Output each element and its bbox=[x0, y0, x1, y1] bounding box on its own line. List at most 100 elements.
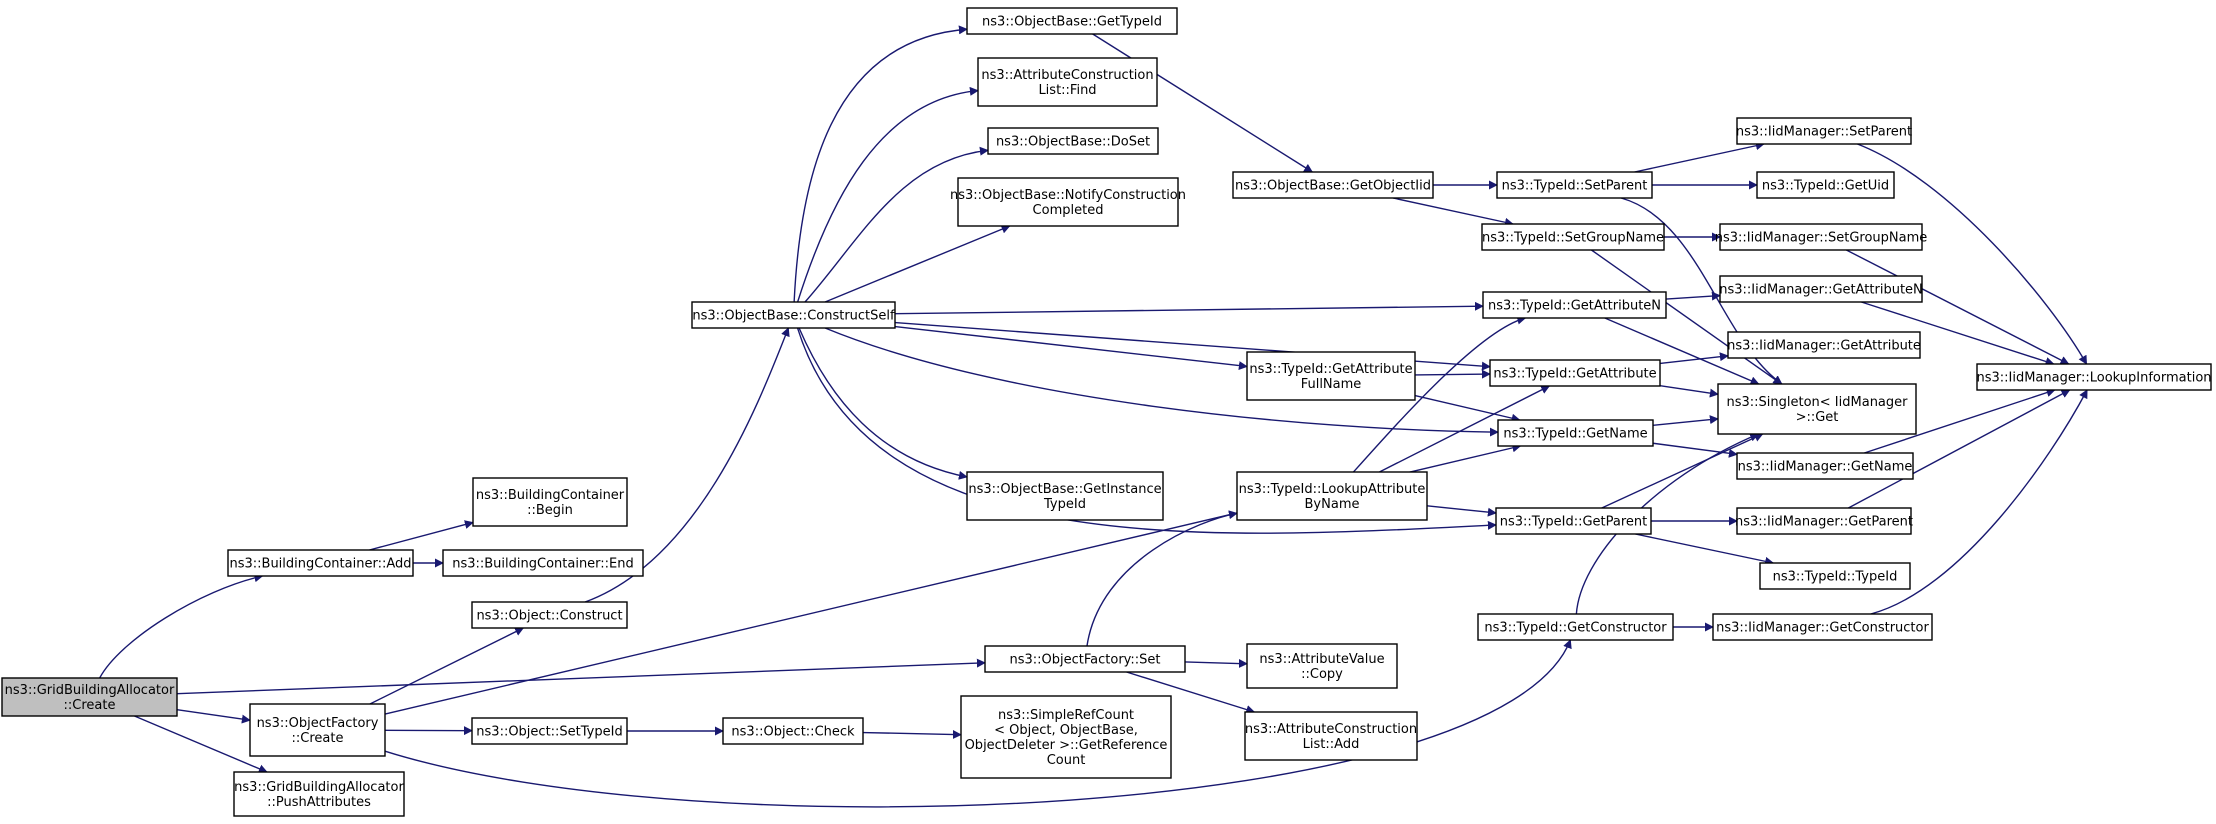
edge-of-set-to-av-copy bbox=[1184, 659, 1248, 669]
node-ob-doset[interactable]: ns3::ObjectBase::DoSet bbox=[987, 127, 1159, 155]
edge-gba-create-to-bc-add bbox=[99, 573, 264, 679]
node-label: ns3::SimpleRefCount bbox=[998, 708, 1134, 723]
node-tid-setparent[interactable]: ns3::TypeId::SetParent bbox=[1496, 171, 1653, 199]
node-label: ns3::AttributeValue bbox=[1259, 652, 1384, 667]
node-av-copy[interactable]: ns3::AttributeValue::Copy bbox=[1246, 643, 1398, 689]
node-tid-typeid[interactable]: ns3::TypeId::TypeId bbox=[1759, 562, 1911, 590]
node-bc-begin[interactable]: ns3::BuildingContainer::Begin bbox=[472, 477, 628, 527]
node-of-create[interactable]: ns3::ObjectFactory::Create bbox=[249, 703, 386, 757]
node-box bbox=[957, 177, 1179, 227]
node-box bbox=[722, 717, 864, 745]
node-iid-setparent[interactable]: ns3::IidManager::SetParent bbox=[1736, 117, 1912, 145]
edge-iid-getparent-to-iid-lookupinfo bbox=[1848, 389, 2071, 509]
edge-tid-setparent-to-iid-setparent bbox=[1634, 141, 1765, 173]
node-box bbox=[1497, 419, 1654, 447]
node-ob-gettypeid[interactable]: ns3::ObjectBase::GetTypeId bbox=[966, 7, 1178, 35]
node-box bbox=[1496, 171, 1653, 199]
node-label: ns3::Object::Check bbox=[731, 725, 855, 740]
node-ob-getobjectiid[interactable]: ns3::ObjectBase::GetObjectIid bbox=[1232, 171, 1434, 199]
node-box bbox=[987, 127, 1159, 155]
node-singleton-get[interactable]: ns3::Singleton< IidManager >::Get bbox=[1717, 383, 1917, 435]
node-label: ns3::IidManager::GetAttribute bbox=[1727, 339, 1921, 354]
edge-tid-getattrn-to-singleton-get bbox=[1604, 317, 1760, 385]
node-box bbox=[1756, 171, 1895, 199]
node-label: ns3::IidManager::GetConstructor bbox=[1716, 621, 1929, 636]
node-gba-create[interactable]: ns3::GridBuildingAllocator::Create bbox=[1, 677, 178, 717]
node-label: ns3::TypeId::GetUid bbox=[1762, 179, 1889, 194]
node-box bbox=[1244, 711, 1418, 761]
node-box bbox=[984, 645, 1186, 673]
edge-bc-add-to-bc-begin bbox=[369, 520, 474, 551]
edge-ob-gettypeid-to-ob-getobjectiid bbox=[1092, 33, 1314, 173]
node-box bbox=[1495, 507, 1652, 535]
node-label: ns3::Singleton< IidManager bbox=[1726, 395, 1908, 410]
edge-gba-create-to-of-create bbox=[176, 708, 251, 724]
node-src-getref[interactable]: ns3::SimpleRefCount< Object, ObjectBase,… bbox=[960, 695, 1172, 779]
node-tid-getname[interactable]: ns3::TypeId::GetName bbox=[1497, 419, 1654, 447]
node-label: ::Begin bbox=[527, 503, 573, 518]
node-label: ns3::ObjectBase::NotifyConstruction bbox=[950, 188, 1186, 203]
node-tid-getattribute[interactable]: ns3::TypeId::GetAttribute bbox=[1489, 359, 1661, 387]
node-label: ns3::TypeId::GetParent bbox=[1500, 515, 1648, 530]
node-label: < Object, ObjectBase, bbox=[994, 723, 1138, 738]
node-box bbox=[1736, 452, 1914, 480]
edge-ob-constructself-to-tid-getattrn bbox=[894, 301, 1484, 315]
node-bc-end[interactable]: ns3::BuildingContainer::End bbox=[442, 549, 644, 577]
node-bc-add[interactable]: ns3::BuildingContainer::Add bbox=[227, 549, 414, 577]
node-label: ns3::ObjectBase::GetInstance bbox=[968, 482, 1161, 497]
node-label: ns3::ObjectBase::ConstructSelf bbox=[692, 309, 895, 324]
node-gba-push[interactable]: ns3::GridBuildingAllocator::PushAttribut… bbox=[233, 771, 405, 817]
edge-ob-constructself-to-tid-getname bbox=[824, 327, 1499, 437]
node-label: ns3::Object::SetTypeId bbox=[476, 725, 622, 740]
node-of-set[interactable]: ns3::ObjectFactory::Set bbox=[984, 645, 1186, 673]
node-label: ::Create bbox=[292, 731, 344, 746]
node-iid-setgroupname[interactable]: ns3::IidManager::SetGroupName bbox=[1715, 223, 1928, 251]
node-iid-lookupinfo[interactable]: ns3::IidManager::LookupInformation bbox=[1976, 363, 2212, 391]
node-box bbox=[233, 771, 405, 817]
node-ob-constructself[interactable]: ns3::ObjectBase::ConstructSelf bbox=[691, 301, 896, 329]
node-obj-settypeid[interactable]: ns3::Object::SetTypeId bbox=[471, 717, 628, 745]
edge-gba-create-to-of-set bbox=[176, 658, 986, 695]
edge-tid-setparent-to-singleton-get bbox=[1620, 197, 1783, 385]
node-label: TypeId bbox=[1043, 497, 1086, 512]
node-iid-getattrn[interactable]: ns3::IidManager::GetAttributeN bbox=[1719, 275, 1923, 303]
node-label: ns3::TypeId::SetGroupName bbox=[1482, 231, 1664, 246]
node-label: ns3::IidManager::SetParent bbox=[1736, 125, 1912, 140]
edge-tid-getname-to-singleton-get bbox=[1652, 415, 1719, 426]
node-label: ns3::TypeId::GetConstructor bbox=[1484, 621, 1667, 636]
node-tid-getuid[interactable]: ns3::TypeId::GetUid bbox=[1756, 171, 1895, 199]
node-tid-getparent[interactable]: ns3::TypeId::GetParent bbox=[1495, 507, 1652, 535]
node-obj-construct[interactable]: ns3::Object::Construct bbox=[471, 601, 628, 629]
node-box bbox=[1712, 613, 1933, 641]
node-label: ns3::ObjectBase::GetTypeId bbox=[982, 15, 1162, 30]
edge-ob-constructself-to-acl-find bbox=[796, 86, 979, 303]
edge-iid-setgroupname-to-iid-lookupinfo bbox=[1846, 249, 2070, 365]
edge-of-create-to-obj-construct bbox=[369, 627, 525, 705]
node-iid-getparent[interactable]: ns3::IidManager::GetParent bbox=[1735, 507, 1913, 535]
node-box bbox=[1727, 331, 1921, 359]
edge-tid-getattribute-to-singleton-get bbox=[1659, 384, 1719, 398]
node-box bbox=[1976, 363, 2212, 391]
node-label: ns3::TypeId::SetParent bbox=[1502, 179, 1648, 194]
edge-iid-getname-to-iid-lookupinfo bbox=[1864, 388, 2056, 454]
node-label: Count bbox=[1047, 753, 1086, 768]
node-iid-getname[interactable]: ns3::IidManager::GetName bbox=[1736, 452, 1914, 480]
node-tid-setgroupname[interactable]: ns3::TypeId::SetGroupName bbox=[1481, 223, 1665, 251]
node-ob-notify[interactable]: ns3::ObjectBase::NotifyConstructionCompl… bbox=[950, 177, 1186, 227]
node-label: ns3::BuildingContainer::Add bbox=[229, 557, 411, 572]
node-tid-getattrn[interactable]: ns3::TypeId::GetAttributeN bbox=[1482, 291, 1667, 319]
node-box bbox=[1717, 383, 1917, 435]
node-obj-check[interactable]: ns3::Object::Check bbox=[722, 717, 864, 745]
edges-layer bbox=[99, 25, 2088, 808]
node-iid-getattribute[interactable]: ns3::IidManager::GetAttribute bbox=[1727, 331, 1921, 359]
node-iid-getconstructor[interactable]: ns3::IidManager::GetConstructor bbox=[1712, 613, 1933, 641]
node-tid-getconstructor[interactable]: ns3::TypeId::GetConstructor bbox=[1477, 613, 1674, 641]
edge-tid-getparent-to-singleton-get bbox=[1601, 433, 1764, 509]
node-label: ns3::IidManager::LookupInformation bbox=[1976, 371, 2211, 386]
edge-tid-getname-to-iid-getname bbox=[1652, 442, 1738, 458]
